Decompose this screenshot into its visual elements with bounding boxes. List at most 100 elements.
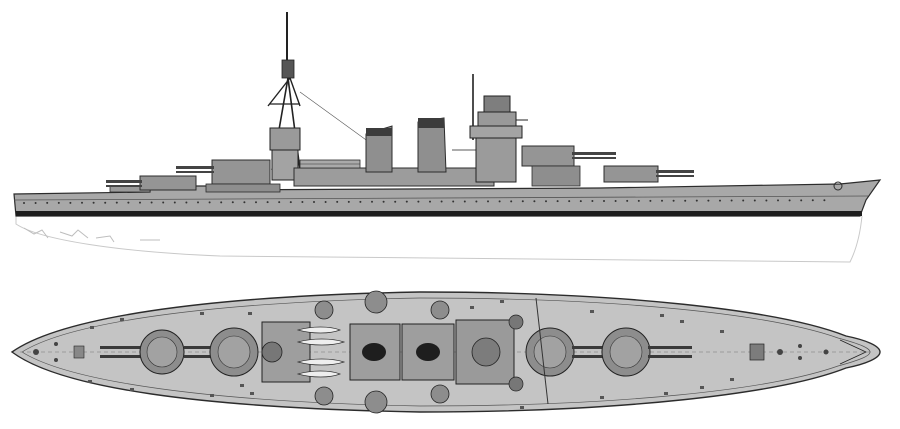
porthole <box>255 201 257 204</box>
porthole <box>278 201 281 204</box>
porthole <box>603 200 605 202</box>
deck-fitting <box>720 330 724 333</box>
porthole <box>417 200 420 203</box>
deck-fitting <box>120 318 124 321</box>
waterline <box>16 211 862 216</box>
side-turret-a <box>106 175 197 191</box>
side-stern-hawse <box>833 181 843 191</box>
side-funnel-aft <box>417 117 447 173</box>
porthole <box>336 200 339 203</box>
deck-fitting <box>130 388 134 391</box>
plan-turret-a <box>100 329 185 375</box>
underwater-hull-marks <box>23 227 160 243</box>
porthole <box>243 201 246 204</box>
plan-funnels <box>349 323 455 381</box>
porthole <box>672 199 675 202</box>
porthole <box>313 201 315 203</box>
deck-fitting <box>240 384 244 387</box>
porthole <box>579 200 582 203</box>
side-aft-tower <box>452 74 528 183</box>
plan-turret-b <box>184 327 259 377</box>
plan-stern-fittings <box>749 339 867 365</box>
porthole <box>684 199 687 202</box>
porthole <box>394 200 397 203</box>
porthole <box>695 199 698 202</box>
porthole <box>533 200 536 203</box>
side-turret-b <box>176 159 281 193</box>
porthole <box>127 201 130 204</box>
plan-turret-x <box>525 327 612 377</box>
deck-fitting <box>500 300 504 303</box>
porthole <box>69 201 72 204</box>
porthole <box>742 199 745 202</box>
porthole <box>440 200 443 203</box>
deck-edge-line <box>13 195 869 201</box>
porthole <box>556 200 559 203</box>
porthole <box>266 201 269 204</box>
plan-wing-mounts <box>314 290 450 414</box>
porthole <box>788 199 791 202</box>
porthole <box>510 200 513 203</box>
porthole <box>289 201 292 204</box>
underwater-hull-outline <box>15 214 863 263</box>
porthole <box>661 199 663 202</box>
porthole <box>382 200 385 203</box>
deck-fitting <box>590 310 594 313</box>
porthole <box>34 201 37 204</box>
deck-fitting <box>90 326 94 329</box>
porthole <box>707 199 710 202</box>
plan-deck-seam <box>535 297 549 405</box>
deck-fitting <box>470 306 474 309</box>
side-foremast <box>267 12 381 181</box>
porthole <box>81 201 83 204</box>
porthole <box>637 199 640 202</box>
porthole <box>498 200 501 203</box>
porthole <box>371 200 373 203</box>
plan-fore-superstructure <box>261 321 346 383</box>
plan-deck-details: (function(){ const g = document.currentS… <box>88 300 734 409</box>
deck-fitting <box>660 314 664 317</box>
porthole <box>23 202 25 204</box>
deck-fitting <box>88 380 92 383</box>
porthole <box>347 200 350 203</box>
plan-aft-superstructure <box>455 314 524 392</box>
deck-fitting <box>250 392 254 395</box>
porthole <box>463 200 466 203</box>
side-turret-x <box>521 145 616 187</box>
porthole <box>46 201 49 204</box>
porthole <box>719 199 721 202</box>
porthole <box>92 201 95 204</box>
porthole <box>220 201 223 204</box>
deck-fitting <box>600 396 604 399</box>
porthole <box>614 199 617 202</box>
plan-turret-y <box>601 327 692 377</box>
deck-fitting <box>700 386 704 389</box>
porthole <box>231 201 234 204</box>
porthole <box>173 201 176 204</box>
deck-fitting <box>520 406 524 409</box>
side-turret-y <box>603 165 694 183</box>
deck-fitting <box>200 312 204 315</box>
porthole <box>626 199 629 202</box>
porthole <box>568 200 571 203</box>
porthole <box>57 201 60 204</box>
side-profile-view: (function(){ const g = document.currentS… <box>13 12 882 263</box>
porthole <box>649 199 652 202</box>
side-midship-superstructure <box>293 167 495 187</box>
porthole <box>104 201 107 204</box>
deck-fitting <box>248 312 252 315</box>
plan-bow-fittings <box>33 342 85 362</box>
top-plan-view: (function(){ const g = document.currentS… <box>10 290 881 414</box>
porthole <box>150 201 153 204</box>
porthole <box>811 199 814 202</box>
porthole <box>139 201 141 204</box>
porthole <box>452 200 455 203</box>
porthole <box>429 200 431 203</box>
deck-fitting <box>664 392 668 395</box>
porthole <box>753 199 756 202</box>
side-portholes: (function(){ const g = document.currentS… <box>23 199 826 204</box>
porthole <box>301 201 304 204</box>
porthole <box>475 200 478 203</box>
